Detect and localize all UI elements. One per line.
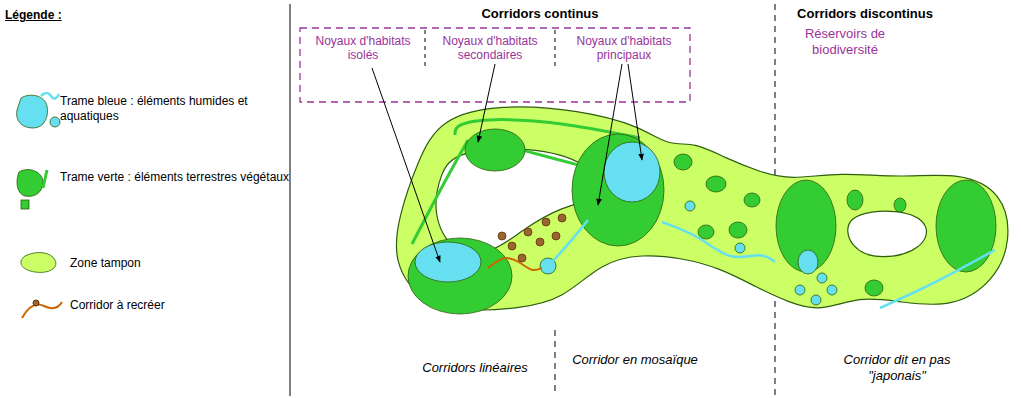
legend-swatch xyxy=(21,253,56,273)
section-heading: Corridors continus xyxy=(450,6,630,22)
legend-swatch xyxy=(17,170,43,197)
dashed-divider xyxy=(555,330,556,396)
leader-arrows xyxy=(372,64,642,262)
corridor-type-label: Corridors linéaires xyxy=(405,360,545,376)
section-heading: Corridors discontinus xyxy=(790,6,940,22)
legend-item: Trame verte : éléments terrestres végéta… xyxy=(15,168,290,208)
callout-label: Noyaux d'habitats principaux xyxy=(560,34,688,63)
legend-text: Trame verte : éléments terrestres végéta… xyxy=(60,168,290,185)
corridor-type-label: Corridor en mosaïque xyxy=(565,352,705,368)
legend-swatch xyxy=(15,250,61,294)
callout-label: Noyaux d'habitats secondaires xyxy=(428,34,552,63)
legend-item: Trame bleue : éléments humides et aquati… xyxy=(15,92,290,132)
legend-swatch xyxy=(15,168,61,212)
landscape-drawing xyxy=(396,107,1008,314)
legend-item: Corridor à recréer xyxy=(15,298,270,338)
legend-text: Zone tampon xyxy=(70,250,270,271)
legend-title: Légende : xyxy=(5,8,125,22)
legend-swatch xyxy=(17,95,48,128)
group-label: Réservoirs de biodiversité xyxy=(790,26,900,57)
legend-text: Trame bleue : éléments humides et aquati… xyxy=(60,92,290,124)
dashed-separator xyxy=(425,30,426,70)
divider-line xyxy=(290,4,291,396)
callout-label: Noyaux d'habitats isolés xyxy=(303,34,423,63)
legend-line-sample xyxy=(22,300,62,318)
legend-swatch xyxy=(15,92,61,136)
dashed-separator xyxy=(555,30,556,70)
corridor-type-label: Corridor dit en pas "japonais" xyxy=(822,352,972,383)
legend-text: Corridor à recréer xyxy=(70,298,270,313)
legend-item: Zone tampon xyxy=(15,250,270,290)
